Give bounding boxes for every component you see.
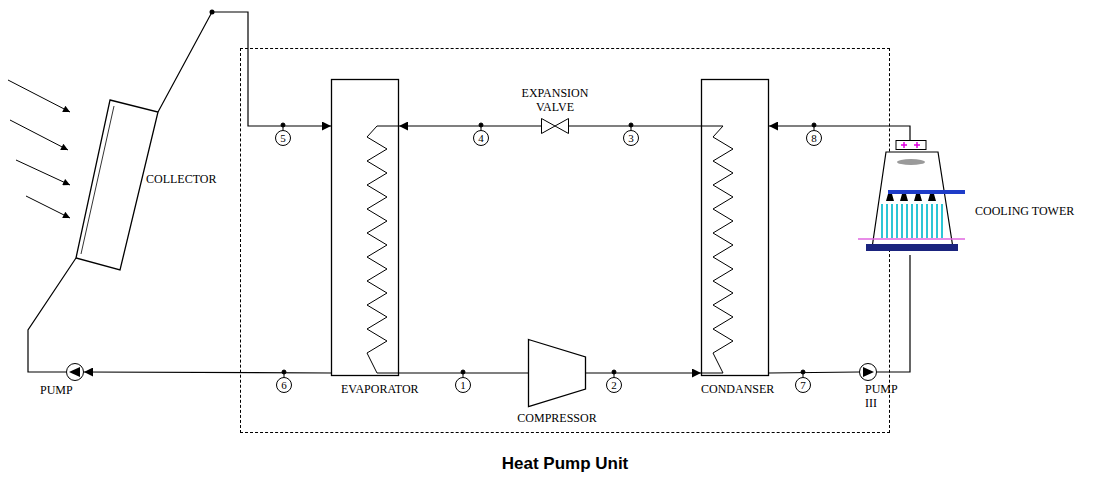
water-stream <box>891 204 893 238</box>
water-stream <box>906 204 908 238</box>
pipe-connector <box>877 255 910 372</box>
water-stream <box>886 204 888 238</box>
component-label: COMPRESSOR <box>517 411 596 425</box>
pump-arrow <box>69 367 80 377</box>
water-stream <box>916 204 918 238</box>
sun-ray <box>26 196 70 218</box>
fan-mark <box>901 142 907 148</box>
expansion-valve-outline <box>541 118 569 134</box>
coil <box>701 126 733 373</box>
water-stream <box>911 204 913 238</box>
valve-symbol <box>542 119 556 134</box>
callout-number: 6 <box>276 377 292 393</box>
solar-collector: COLLECTOR <box>76 100 158 270</box>
spray-nozzle <box>886 194 894 201</box>
water-header <box>888 190 965 194</box>
water-stream <box>936 204 938 238</box>
sun-ray <box>16 160 70 185</box>
expansion-valve: EXPANSION VALVE <box>541 118 569 134</box>
component-label: CONDANSER <box>701 382 774 396</box>
component-label: EXPANSION VALVE <box>508 86 603 114</box>
pump: PUMP <box>66 363 84 381</box>
pipe-connector <box>769 126 910 140</box>
fan-mark <box>914 142 920 148</box>
pipe-connector <box>769 372 859 373</box>
pipe-connector <box>399 372 528 373</box>
pump-outline <box>859 363 877 381</box>
pipe-connector <box>569 125 701 126</box>
callout-number: 3 <box>623 130 639 146</box>
evaporator-outline <box>331 79 399 376</box>
component-label: EVAPORATOR <box>341 382 419 396</box>
spray-nozzle <box>928 194 936 201</box>
callout-number: 2 <box>606 377 622 393</box>
callout-number: 1 <box>455 377 471 393</box>
collector-glazing <box>81 106 114 254</box>
sun-ray <box>8 80 70 112</box>
water-stream <box>926 204 928 238</box>
tower-body <box>872 152 953 248</box>
collector-panel <box>76 100 158 270</box>
pipe-connector <box>28 258 76 372</box>
water-stream <box>881 204 883 238</box>
condenser: CONDANSER <box>701 79 769 376</box>
heat-pump-unit: Heat Pump UnitEVAPORATOREXPANSION VALVEC… <box>240 48 890 433</box>
fan-housing <box>896 141 926 150</box>
water-stream <box>896 204 898 238</box>
component-label: PUMP III <box>865 382 909 410</box>
component-label: PUMP <box>40 383 73 397</box>
pump-symbol <box>67 364 84 381</box>
callout-number: 8 <box>806 130 822 146</box>
compressor-symbol <box>529 340 586 407</box>
pipe-connector <box>84 372 331 373</box>
compressor-outline <box>528 339 586 407</box>
water-stream <box>901 204 903 238</box>
pump-symbol <box>860 364 877 381</box>
pump-outline <box>66 363 84 381</box>
sun-rays <box>8 80 70 218</box>
sun-ray <box>10 120 68 150</box>
component-label: Heat Pump Unit <box>502 454 629 474</box>
spray-nozzle <box>900 194 908 201</box>
heat-exchanger-shell <box>702 80 769 376</box>
basin-level <box>858 238 965 240</box>
cooling-tower: COOLING TOWER <box>858 140 965 255</box>
pump-arrow <box>863 367 874 377</box>
component-label: COLLECTOR <box>146 172 216 186</box>
water-stream <box>941 204 943 238</box>
component-label: COOLING TOWER <box>975 204 1074 218</box>
cooling-tower-outline <box>858 140 965 255</box>
pipe-connector <box>399 125 541 126</box>
pump: PUMP III <box>859 363 877 381</box>
condenser-outline <box>701 79 769 376</box>
pipe-connector <box>586 372 701 373</box>
water-stream <box>921 204 923 238</box>
callout-number: 5 <box>275 130 291 146</box>
heat-exchanger-shell <box>332 80 399 376</box>
tower-basin <box>866 244 958 251</box>
solar-collector-outline <box>76 100 158 270</box>
valve-symbol <box>555 119 569 134</box>
callout-number: 4 <box>473 130 489 146</box>
evaporator: EVAPORATOR <box>331 79 399 376</box>
fan <box>897 159 925 165</box>
callout-markers <box>281 123 816 377</box>
spray-nozzle <box>914 194 922 201</box>
pipe-connector <box>158 12 331 126</box>
callout-number: 7 <box>795 377 811 393</box>
coil <box>367 126 399 373</box>
compressor: COMPRESSOR <box>528 339 586 407</box>
water-stream <box>931 204 933 238</box>
